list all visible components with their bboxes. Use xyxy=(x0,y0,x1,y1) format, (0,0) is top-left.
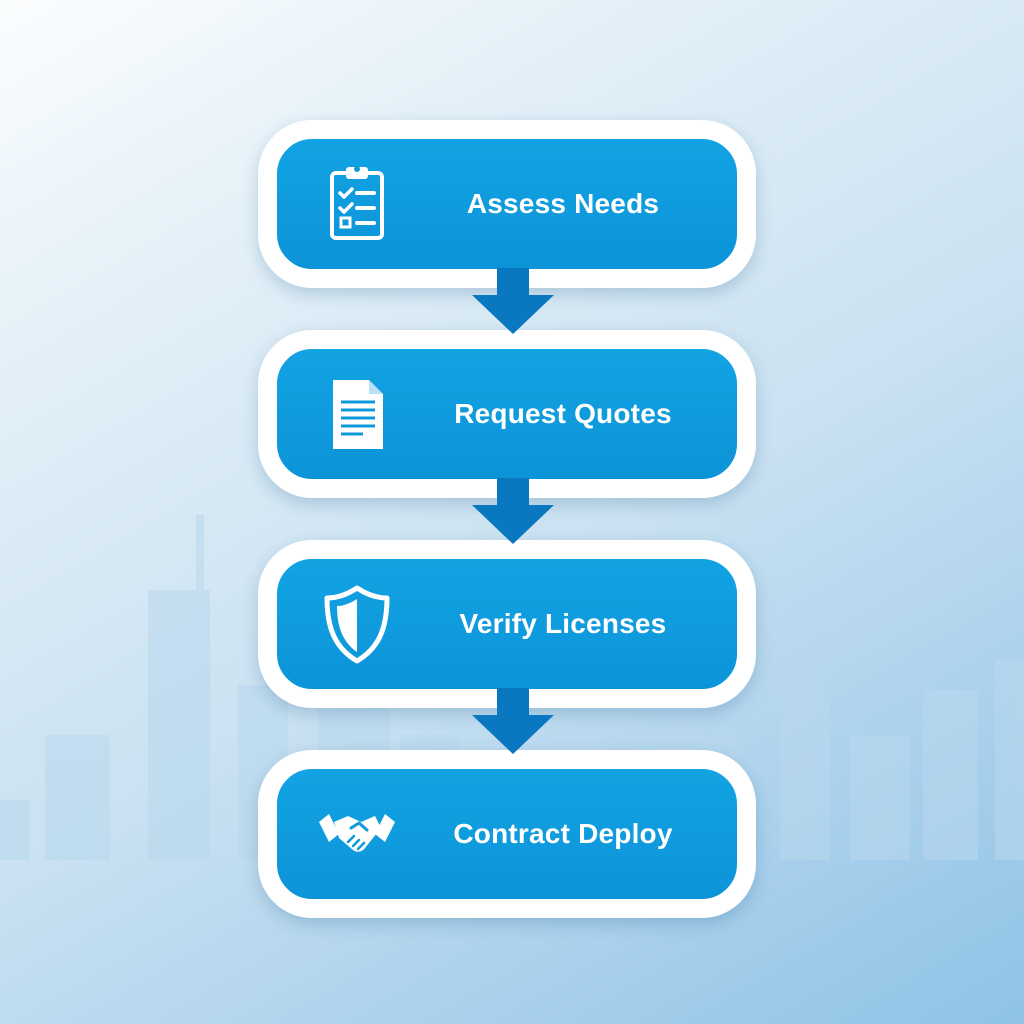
step-contract-deploy[interactable]: Contract Deploy xyxy=(258,750,756,918)
arrow-down-icon xyxy=(472,478,554,544)
step-label: Contract Deploy xyxy=(453,818,673,849)
step-label: Assess Needs xyxy=(466,188,660,219)
handshake-icon xyxy=(315,792,399,876)
step-verify-licenses[interactable]: Verify Licenses xyxy=(258,540,756,708)
step-label: Verify Licenses xyxy=(459,608,667,639)
arrow-down-icon xyxy=(472,268,554,334)
step-request-quotes[interactable]: Request Quotes xyxy=(258,330,756,498)
arrow-down-icon xyxy=(472,688,554,754)
step-assess-needs[interactable]: Assess Needs xyxy=(258,120,756,288)
clipboard-checklist-icon xyxy=(315,162,399,246)
document-icon xyxy=(315,372,399,456)
shield-icon xyxy=(315,582,399,666)
step-label: Request Quotes xyxy=(454,398,672,429)
